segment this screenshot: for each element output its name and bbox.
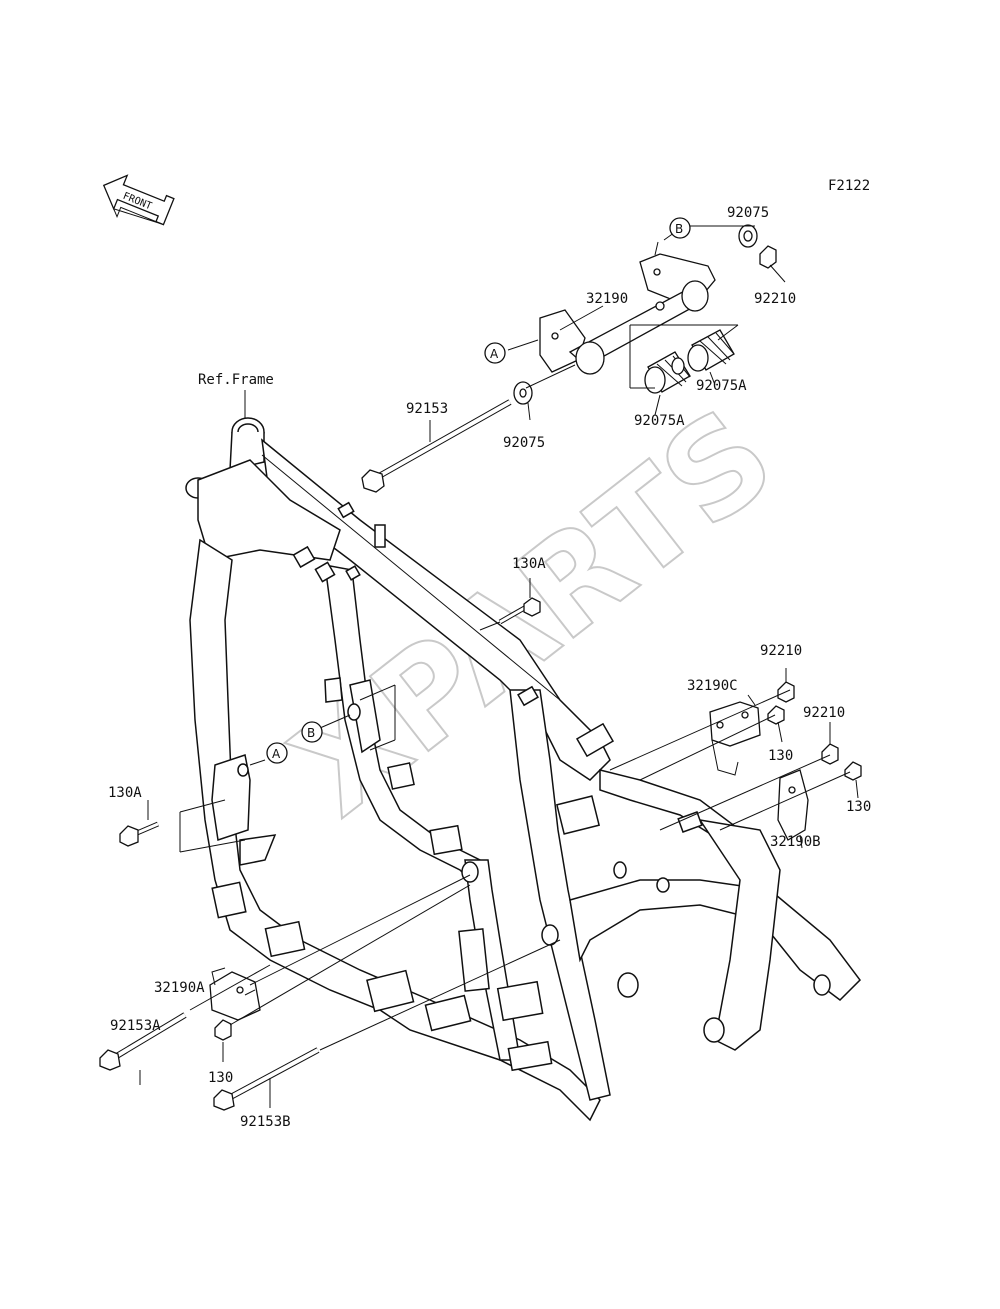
label-ref-frame: Ref.Frame xyxy=(198,372,274,388)
label-92153A: 92153A xyxy=(110,1018,161,1034)
label-130-mid: 130 xyxy=(768,748,793,764)
bolt-130A-left xyxy=(119,821,159,847)
label-32190A: 32190A xyxy=(154,980,205,996)
callout-A-top: A xyxy=(484,342,506,364)
label-32190: 32190 xyxy=(586,291,628,307)
washer-92075-top xyxy=(738,224,758,248)
bracket-32190A xyxy=(209,967,261,1021)
bolt-130A-top xyxy=(498,597,541,625)
label-130A-left: 130A xyxy=(108,785,142,801)
bolt-92153B xyxy=(213,1047,320,1111)
label-92210-mid: 92210 xyxy=(760,643,802,659)
figure-code: F2122 xyxy=(828,178,870,194)
bushing-92075A-right xyxy=(687,329,735,372)
nut-92210-right xyxy=(821,743,839,765)
label-32190B: 32190B xyxy=(770,834,821,850)
label-130-bottom: 130 xyxy=(208,1070,233,1086)
bolt-130-bottom xyxy=(214,1019,232,1041)
engine-mount-bracket-32190 xyxy=(539,253,716,375)
leader-lines-right xyxy=(609,668,859,849)
callout-A-top-label: A xyxy=(490,347,499,361)
callout-B-top: B xyxy=(669,217,691,239)
callout-A-frame: A xyxy=(266,742,288,764)
nut-92210-top xyxy=(759,245,777,269)
washer-92075-lower xyxy=(513,381,533,405)
label-92075A-right: 92075A xyxy=(696,378,747,394)
bracket-32190C xyxy=(709,701,761,776)
label-130-right: 130 xyxy=(846,799,871,815)
callout-B-frame-label: B xyxy=(307,726,315,740)
bolt-92153A xyxy=(99,1012,187,1071)
label-32190C: 32190C xyxy=(687,678,738,694)
bracket-32190B xyxy=(777,769,809,841)
bolt-92153 xyxy=(361,399,512,493)
label-130A-top: 130A xyxy=(512,556,546,572)
label-92075-lower: 92075 xyxy=(503,435,545,451)
front-arrow-icon: FRONT xyxy=(102,174,175,226)
leader-lines-left xyxy=(139,578,561,1108)
callout-B-top-label: B xyxy=(675,222,683,236)
callout-B-frame: B xyxy=(301,721,323,743)
label-92210-top: 92210 xyxy=(754,291,796,307)
label-92153: 92153 xyxy=(406,401,448,417)
label-92210-right: 92210 xyxy=(803,705,845,721)
label-92075A-left: 92075A xyxy=(634,413,685,429)
bushing-92075A-left xyxy=(644,351,691,394)
bolt-130-right xyxy=(844,761,862,781)
bolt-130-mid xyxy=(767,705,785,725)
motorcycle-frame xyxy=(185,417,861,1122)
label-92153B: 92153B xyxy=(240,1114,291,1130)
label-92075-top: 92075 xyxy=(727,205,769,221)
callout-A-frame-label: A xyxy=(272,747,281,761)
